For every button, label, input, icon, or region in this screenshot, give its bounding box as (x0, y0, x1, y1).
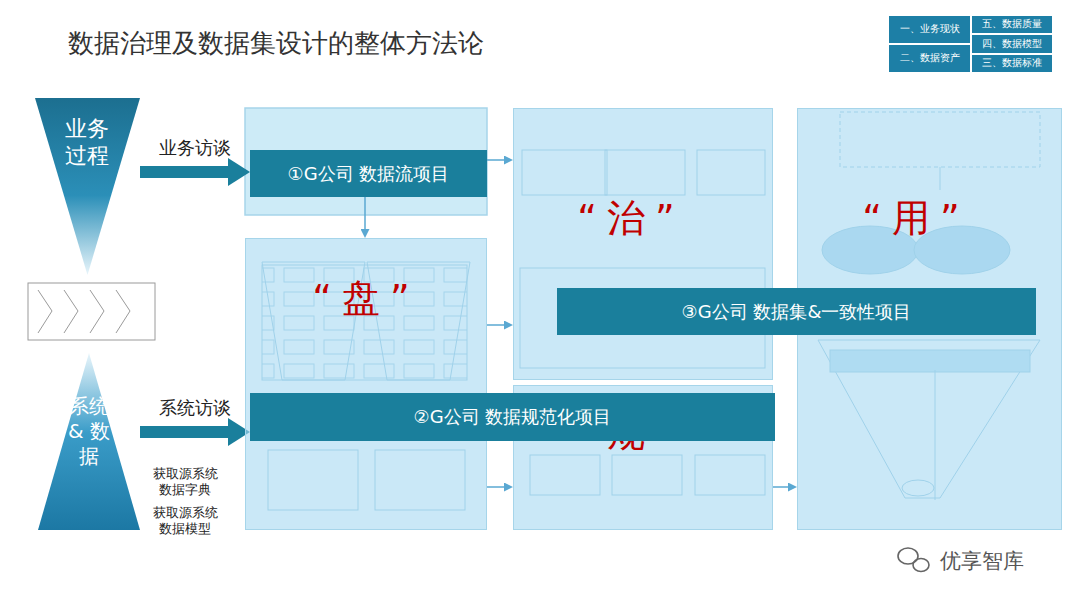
edge-label: 业务访谈 (159, 136, 231, 160)
phase-panel: “治” (513, 108, 773, 380)
nav-cell: 一、业务现状 (888, 15, 971, 44)
stage-label: 业务 过程 (62, 115, 113, 170)
wechat-icon (898, 548, 929, 572)
chevron-strip (28, 283, 155, 340)
nav-label: 四、数据模型 (982, 38, 1042, 51)
note: 获取源系统 数据模型 (152, 505, 218, 538)
interview-arrow (140, 166, 228, 178)
nav-cell: 五、数据质量 (971, 15, 1053, 34)
flow-arrow (487, 324, 504, 326)
project-band: ③G公司 数据集&一致性项目 (557, 288, 1036, 335)
project-name: ①G公司 数据流项目 (288, 162, 450, 186)
nav-label: 五、数据质量 (982, 18, 1042, 31)
triangle-shape: 系统 & 数据 (38, 353, 140, 530)
project-band: ①G公司 数据流项目 (250, 150, 487, 197)
title: 数据治理及数据集设计的整体方法论 (68, 26, 484, 61)
panel (245, 108, 487, 215)
flow-arrow (487, 159, 504, 161)
nav-cell: 四、数据模型 (971, 34, 1053, 54)
triangle-shape: 业务 过程 (35, 98, 140, 275)
nav-cell: 三、数据标准 (971, 54, 1053, 73)
watermark: 优享智库 (940, 548, 1024, 575)
flow-arrow (487, 486, 504, 488)
note: 获取源系统 数据字典 (152, 466, 218, 499)
flow-arrow (364, 197, 366, 229)
project-name: ③G公司 数据集&一致性项目 (682, 300, 912, 324)
edge-label: 系统访谈 (159, 396, 231, 420)
flow-arrow (773, 486, 788, 488)
nav-label: 一、业务现状 (900, 23, 960, 36)
phase-panel: “盘” (245, 238, 487, 530)
project-name: ②G公司 数据规范化项目 (414, 405, 612, 429)
nav-label: 三、数据标准 (982, 57, 1042, 70)
phase-word: “用” (862, 198, 969, 240)
stage-label: 系统 & 数据 (66, 394, 112, 469)
interview-arrow (140, 426, 228, 438)
phase-word: “治” (577, 198, 684, 240)
phase-word: “盘” (312, 278, 419, 320)
nav-label: 二、数据资产 (900, 52, 960, 65)
nav-cell: 二、数据资产 (888, 44, 971, 73)
project-band: ②G公司 数据规范化项目 (250, 393, 775, 441)
